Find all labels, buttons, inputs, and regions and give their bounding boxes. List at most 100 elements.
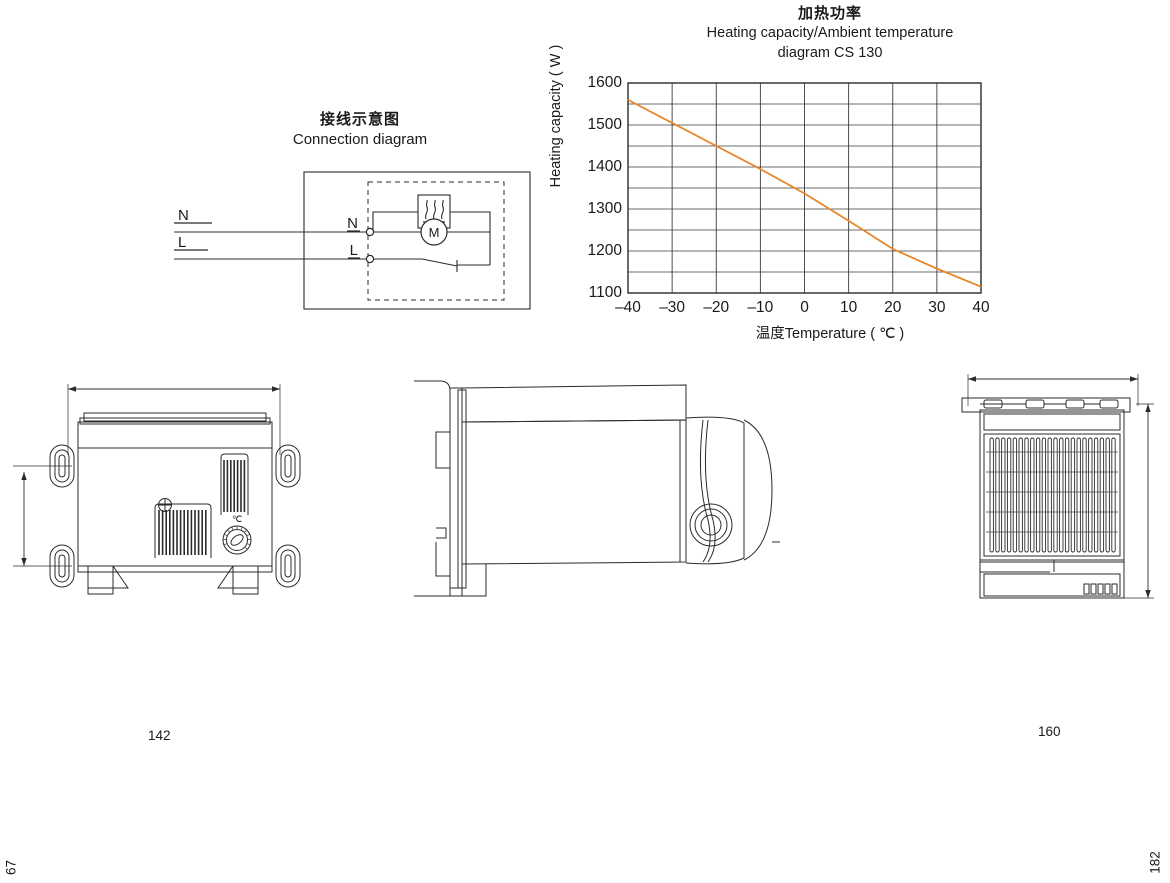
din-clip-lower bbox=[436, 542, 450, 592]
bottom-foot-right bbox=[218, 566, 258, 594]
dial-tick-2 bbox=[225, 535, 227, 536]
grille-fin-8 bbox=[1036, 438, 1039, 552]
y-tick-1400: 1400 bbox=[576, 158, 622, 176]
grille-fin-20 bbox=[1106, 438, 1109, 552]
y-tick-1200: 1200 bbox=[576, 242, 622, 260]
motor-label: M bbox=[429, 225, 440, 240]
supply-n-label: N bbox=[178, 207, 189, 224]
terminal-l bbox=[366, 255, 373, 262]
housing-outline bbox=[78, 422, 272, 572]
rear-view-height-dimension-label: 182 bbox=[1148, 848, 1163, 878]
rear-height-arrow-bottom bbox=[1145, 590, 1150, 598]
grille-fin-14 bbox=[1071, 438, 1074, 552]
y-tick-1500: 1500 bbox=[576, 116, 622, 134]
terminal-slot-3 bbox=[1098, 584, 1103, 594]
din-clip-notch bbox=[436, 528, 446, 538]
supply-l-label: L bbox=[178, 234, 186, 251]
terminal-slot-4 bbox=[1105, 584, 1110, 594]
rail-clip-3 bbox=[1066, 400, 1084, 408]
thermostat-dial-face bbox=[227, 530, 248, 551]
chart-title-en-line2: diagram CS 130 bbox=[640, 44, 1020, 64]
height-dim-arrow-top bbox=[21, 472, 26, 480]
terminal-l-label: L bbox=[350, 242, 358, 259]
grille-fin-9 bbox=[1042, 438, 1045, 552]
thermostat-unit-label: ℃ bbox=[232, 514, 242, 524]
x-tick-10: 10 bbox=[829, 299, 869, 317]
bracket-hole-br bbox=[285, 555, 291, 577]
grille-fin-17 bbox=[1089, 438, 1092, 552]
connection-diagram-title: 接线示意图 Connection diagram bbox=[170, 110, 550, 151]
rear-width-arrow-right bbox=[1130, 376, 1138, 381]
rear-view-drawing bbox=[940, 360, 1170, 618]
bottom-foot-left bbox=[88, 566, 128, 594]
top-cap-strip bbox=[84, 413, 266, 421]
dial-tick-11 bbox=[245, 547, 247, 549]
grille-fin-18 bbox=[1094, 438, 1097, 552]
x-tick--20: –20 bbox=[696, 299, 736, 317]
front-view-height-dimension-label: 67 bbox=[4, 853, 19, 883]
x-tick--10: –10 bbox=[740, 299, 780, 317]
foot-left-wedge bbox=[113, 566, 128, 588]
chart-title-cn: 加热功率 bbox=[640, 4, 1020, 24]
grille-fin-2 bbox=[1002, 438, 1005, 552]
x-tick--30: –30 bbox=[652, 299, 692, 317]
connection-diagram: 接线示意图 Connection diagram M bbox=[170, 110, 550, 320]
chart-y-axis-label: Heating capacity ( W ) bbox=[548, 16, 564, 216]
mount-plate-strip-1 bbox=[450, 388, 462, 588]
heater-feed-wire bbox=[373, 212, 418, 230]
foot-left-outline bbox=[88, 566, 113, 594]
heater-return-wire bbox=[450, 212, 490, 265]
din-clip-lower-base bbox=[414, 592, 450, 596]
grille-fin-15 bbox=[1077, 438, 1080, 552]
housing-top-cap bbox=[462, 385, 686, 422]
terminal-slot-1 bbox=[1084, 584, 1089, 594]
thermostat-dial-outline bbox=[223, 526, 251, 554]
grille-fin-19 bbox=[1100, 438, 1103, 552]
chart-title: 加热功率 Heating capacity/Ambient temperatur… bbox=[640, 4, 1020, 63]
y-tick-1600: 1600 bbox=[576, 74, 622, 92]
grille-fin-16 bbox=[1083, 438, 1086, 552]
rail-clip-2 bbox=[1026, 400, 1044, 408]
x-tick--40: –40 bbox=[608, 299, 648, 317]
bracket-outline-tr bbox=[276, 445, 300, 487]
chart-x-axis-label: 温度Temperature ( ℃ ) bbox=[630, 322, 1030, 343]
base-block bbox=[980, 560, 1124, 598]
rear-width-arrow-left bbox=[968, 376, 976, 381]
terminal-n-label: N bbox=[347, 215, 358, 232]
grille-fin-21 bbox=[1112, 438, 1115, 552]
grille-fin-6 bbox=[1025, 438, 1028, 552]
grille-fin-4 bbox=[1013, 438, 1016, 552]
terminal-slots bbox=[1084, 584, 1117, 594]
side-view bbox=[400, 360, 780, 618]
x-tick-20: 20 bbox=[873, 299, 913, 317]
grille-fin-11 bbox=[1054, 438, 1057, 552]
front-view-width-dimension-label: 142 bbox=[148, 728, 171, 743]
side-view-drawing bbox=[400, 360, 780, 618]
grille-fin-13 bbox=[1065, 438, 1068, 552]
mounting-bracket-top-right bbox=[276, 445, 300, 487]
housing-body bbox=[462, 420, 686, 564]
grille-fin-set bbox=[990, 438, 1115, 552]
upper-vent-slots bbox=[224, 460, 244, 512]
grille-fin-7 bbox=[1031, 438, 1034, 552]
terminal-slot-2 bbox=[1091, 584, 1096, 594]
terminal-block-area bbox=[984, 574, 1120, 596]
grille-top-band bbox=[984, 414, 1120, 430]
height-dim-arrow-bottom bbox=[21, 558, 26, 566]
bracket-hole-tr bbox=[285, 455, 291, 477]
grille-fin-0 bbox=[990, 438, 993, 552]
x-tick-40: 40 bbox=[961, 299, 1001, 317]
foot-right-wedge bbox=[218, 566, 233, 588]
bracket-outline-br bbox=[276, 545, 300, 587]
rear-height-arrow-top bbox=[1145, 404, 1150, 412]
rail-clip-4 bbox=[1100, 400, 1118, 408]
front-view-drawing: ℃ bbox=[0, 360, 330, 618]
x-tick-0: 0 bbox=[785, 299, 825, 317]
rear-view-width-dimension-label: 160 bbox=[1038, 724, 1061, 739]
y-tick-1300: 1300 bbox=[576, 200, 622, 218]
connection-diagram-title-en: Connection diagram bbox=[170, 130, 550, 150]
enclosure-outline bbox=[304, 172, 530, 309]
fan-cover-curve bbox=[744, 420, 772, 560]
heating-capacity-chart: 加热功率 Heating capacity/Ambient temperatur… bbox=[520, 0, 1020, 350]
